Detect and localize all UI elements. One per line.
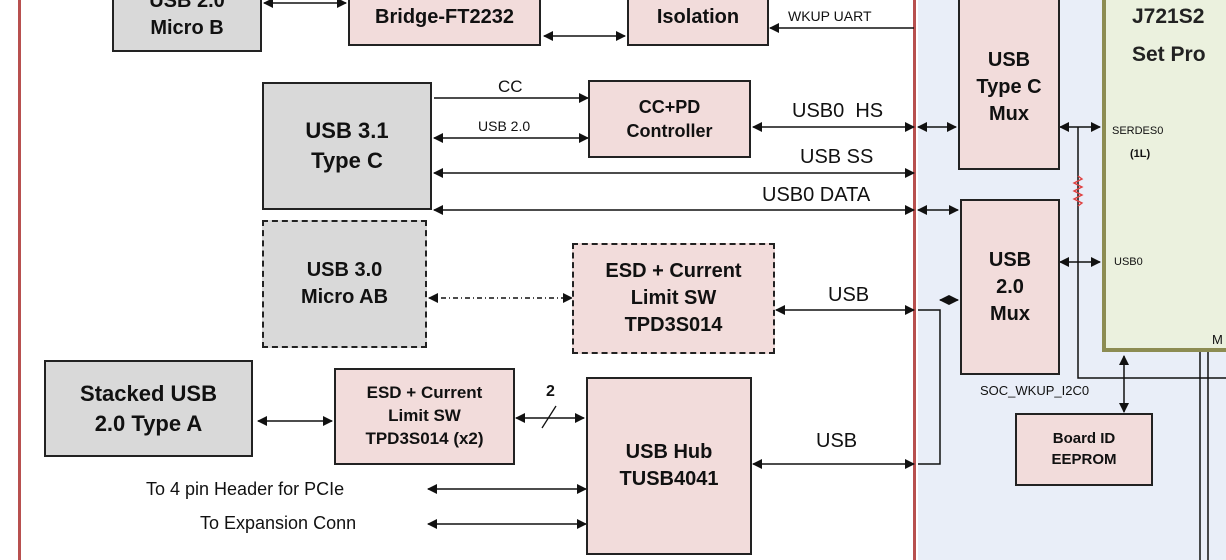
usb20-label: USB 2.0: [478, 118, 531, 134]
pullup-resistor-icon: [1072, 175, 1084, 207]
bus-width-label: 2: [546, 383, 555, 400]
cc-pd-controller-block: CC+PD Controller: [588, 80, 751, 158]
m-pin-label: M: [1212, 332, 1223, 347]
usb-hub-block: USB Hub TUSB4041: [586, 377, 752, 555]
board-border-left: [18, 0, 21, 560]
soc-wkup-i2c0-label: SOC_WKUP_I2C0: [980, 383, 1090, 398]
isolation-block: Isolation: [627, 0, 769, 46]
usb0-pin-label: USB0: [1114, 256, 1143, 268]
esd-current-limit-x2-block: ESD + Current Limit SW TPD3S014 (x2): [334, 368, 515, 465]
board-id-eeprom-block: Board ID EEPROM: [1015, 413, 1153, 486]
usb0-data-label: USB0 DATA: [762, 184, 871, 206]
serdes0-label: SERDES0: [1112, 125, 1164, 137]
usb-esd-label: USB: [828, 284, 870, 306]
usb20-mux-block: USB 2.0 Mux: [960, 199, 1060, 375]
usb20-micro-b-connector: USB 2.0 Micro B: [112, 0, 262, 52]
expansion-conn-label: To Expansion Conn: [200, 513, 357, 533]
board-border-right: [913, 0, 916, 560]
usb-ss-label: USB SS: [800, 146, 874, 168]
usb-type-c-mux-block: USB Type C Mux: [958, 0, 1060, 170]
bridge-ft2232-block: Bridge-FT2232: [348, 0, 541, 46]
usb30-micro-ab-connector: USB 3.0 Micro AB: [262, 220, 427, 348]
serdes0-lanes-label: (1L): [1130, 148, 1151, 160]
wkup-uart-label: WKUP UART: [788, 8, 872, 24]
pcie-header-label: To 4 pin Header for PCIe: [146, 479, 345, 499]
soc-title: J721S2 Set Pro: [1132, 5, 1206, 66]
usb-hub-label: USB: [816, 430, 858, 452]
cc-label: CC: [498, 77, 523, 96]
usb31-type-c-connector: USB 3.1 Type C: [262, 82, 432, 210]
soc-block: [1102, 0, 1226, 352]
esd-current-limit-block: ESD + Current Limit SW TPD3S014: [572, 243, 775, 354]
usb0-hs-label: USB0 HS: [792, 100, 884, 122]
stacked-usb-connector: Stacked USB 2.0 Type A: [44, 360, 253, 457]
